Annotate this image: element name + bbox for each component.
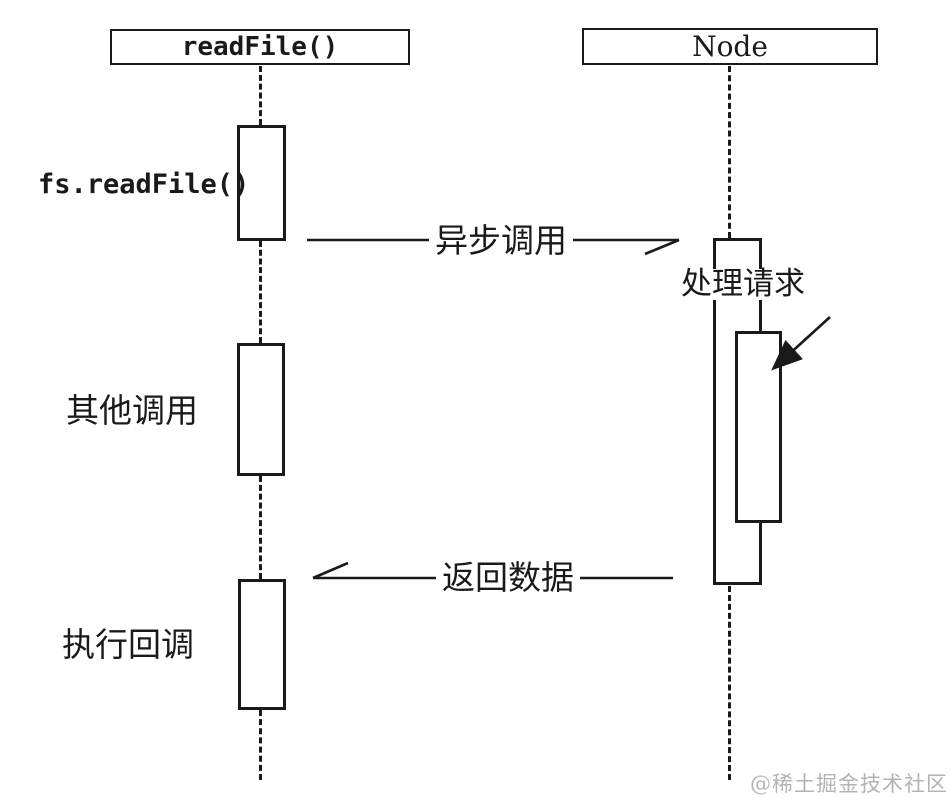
label-execute-callback: 执行回调 xyxy=(62,625,194,664)
activation-other-calls xyxy=(237,343,285,476)
activation-execute-callback xyxy=(238,579,286,710)
lifeline-readfile-segment xyxy=(259,476,262,579)
watermark: @稀土掘金技术社区 xyxy=(750,772,948,796)
participant-title-readfile: readFile() xyxy=(181,32,339,62)
label-fs-readfile: fs.readFile() xyxy=(38,169,250,200)
participant-title-node: Node xyxy=(692,30,768,63)
activation-fs-readfile xyxy=(237,125,286,241)
participant-header-readfile: readFile() xyxy=(110,29,410,65)
participant-header-node: Node xyxy=(582,28,878,65)
handle-request-pointer-arrow-icon xyxy=(771,316,831,371)
lifeline-node-segment xyxy=(728,66,731,238)
message-async-call: 异步调用 xyxy=(429,224,573,257)
label-handle-request: 处理请求 xyxy=(678,269,808,300)
label-other-calls: 其他调用 xyxy=(66,391,198,430)
lifeline-readfile-segment xyxy=(259,710,262,780)
message-return-data: 返回数据 xyxy=(436,561,580,594)
lifeline-node-segment xyxy=(728,586,731,780)
lifeline-readfile-segment xyxy=(259,241,262,343)
lifeline-readfile-segment xyxy=(259,66,262,125)
